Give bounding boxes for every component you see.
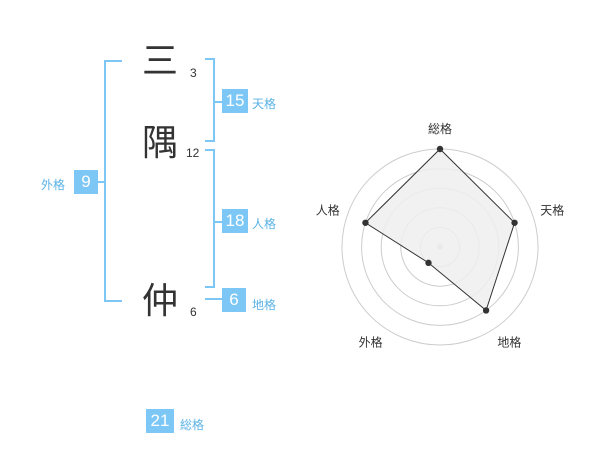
gaikaku-connector [96,181,105,183]
radar-point-4 [425,259,432,267]
gaikaku-value: 9 [74,170,98,194]
tenkaku-connector [215,101,222,103]
name-char-3: 仲 [142,281,179,322]
radar-point-1 [436,145,444,153]
radar-series-area [364,148,516,312]
chikaku-value: 6 [222,288,246,312]
jinkaku-value: 18 [222,209,248,233]
radar-axis-label: 外格 [359,334,383,349]
name-char-2: 隅 [142,123,179,164]
stroke-count-2: 12 [186,146,200,160]
radar-point-5 [362,219,369,226]
tenkaku-label: 天格 [252,97,277,111]
jinkaku-label: 人格 [252,217,277,231]
gaikaku-bracket [104,60,122,302]
tenkaku-value: 15 [222,89,248,113]
name-char-1: 三 [142,41,179,82]
gaikaku-label: 外格 [41,178,66,192]
radar-axis-label: 天格 [540,203,564,218]
radar-point-3 [482,307,490,314]
jinkaku-connector [215,221,222,223]
stroke-count-3: 6 [190,305,197,319]
chikaku-label: 地格 [252,298,277,312]
soukaku-value: 21 [146,409,174,433]
radar-axis-label: 人格 [316,203,340,218]
soukaku-label: 総格 [180,418,205,432]
chikaku-connector [205,298,222,300]
radar-axis-label: 地格 [497,334,521,349]
tenkaku-bracket [205,58,215,142]
radar-point-2 [511,219,518,226]
radar-axis-label: 総格 [428,121,452,136]
stroke-count-1: 3 [190,66,197,80]
jinkaku-bracket [205,149,215,288]
